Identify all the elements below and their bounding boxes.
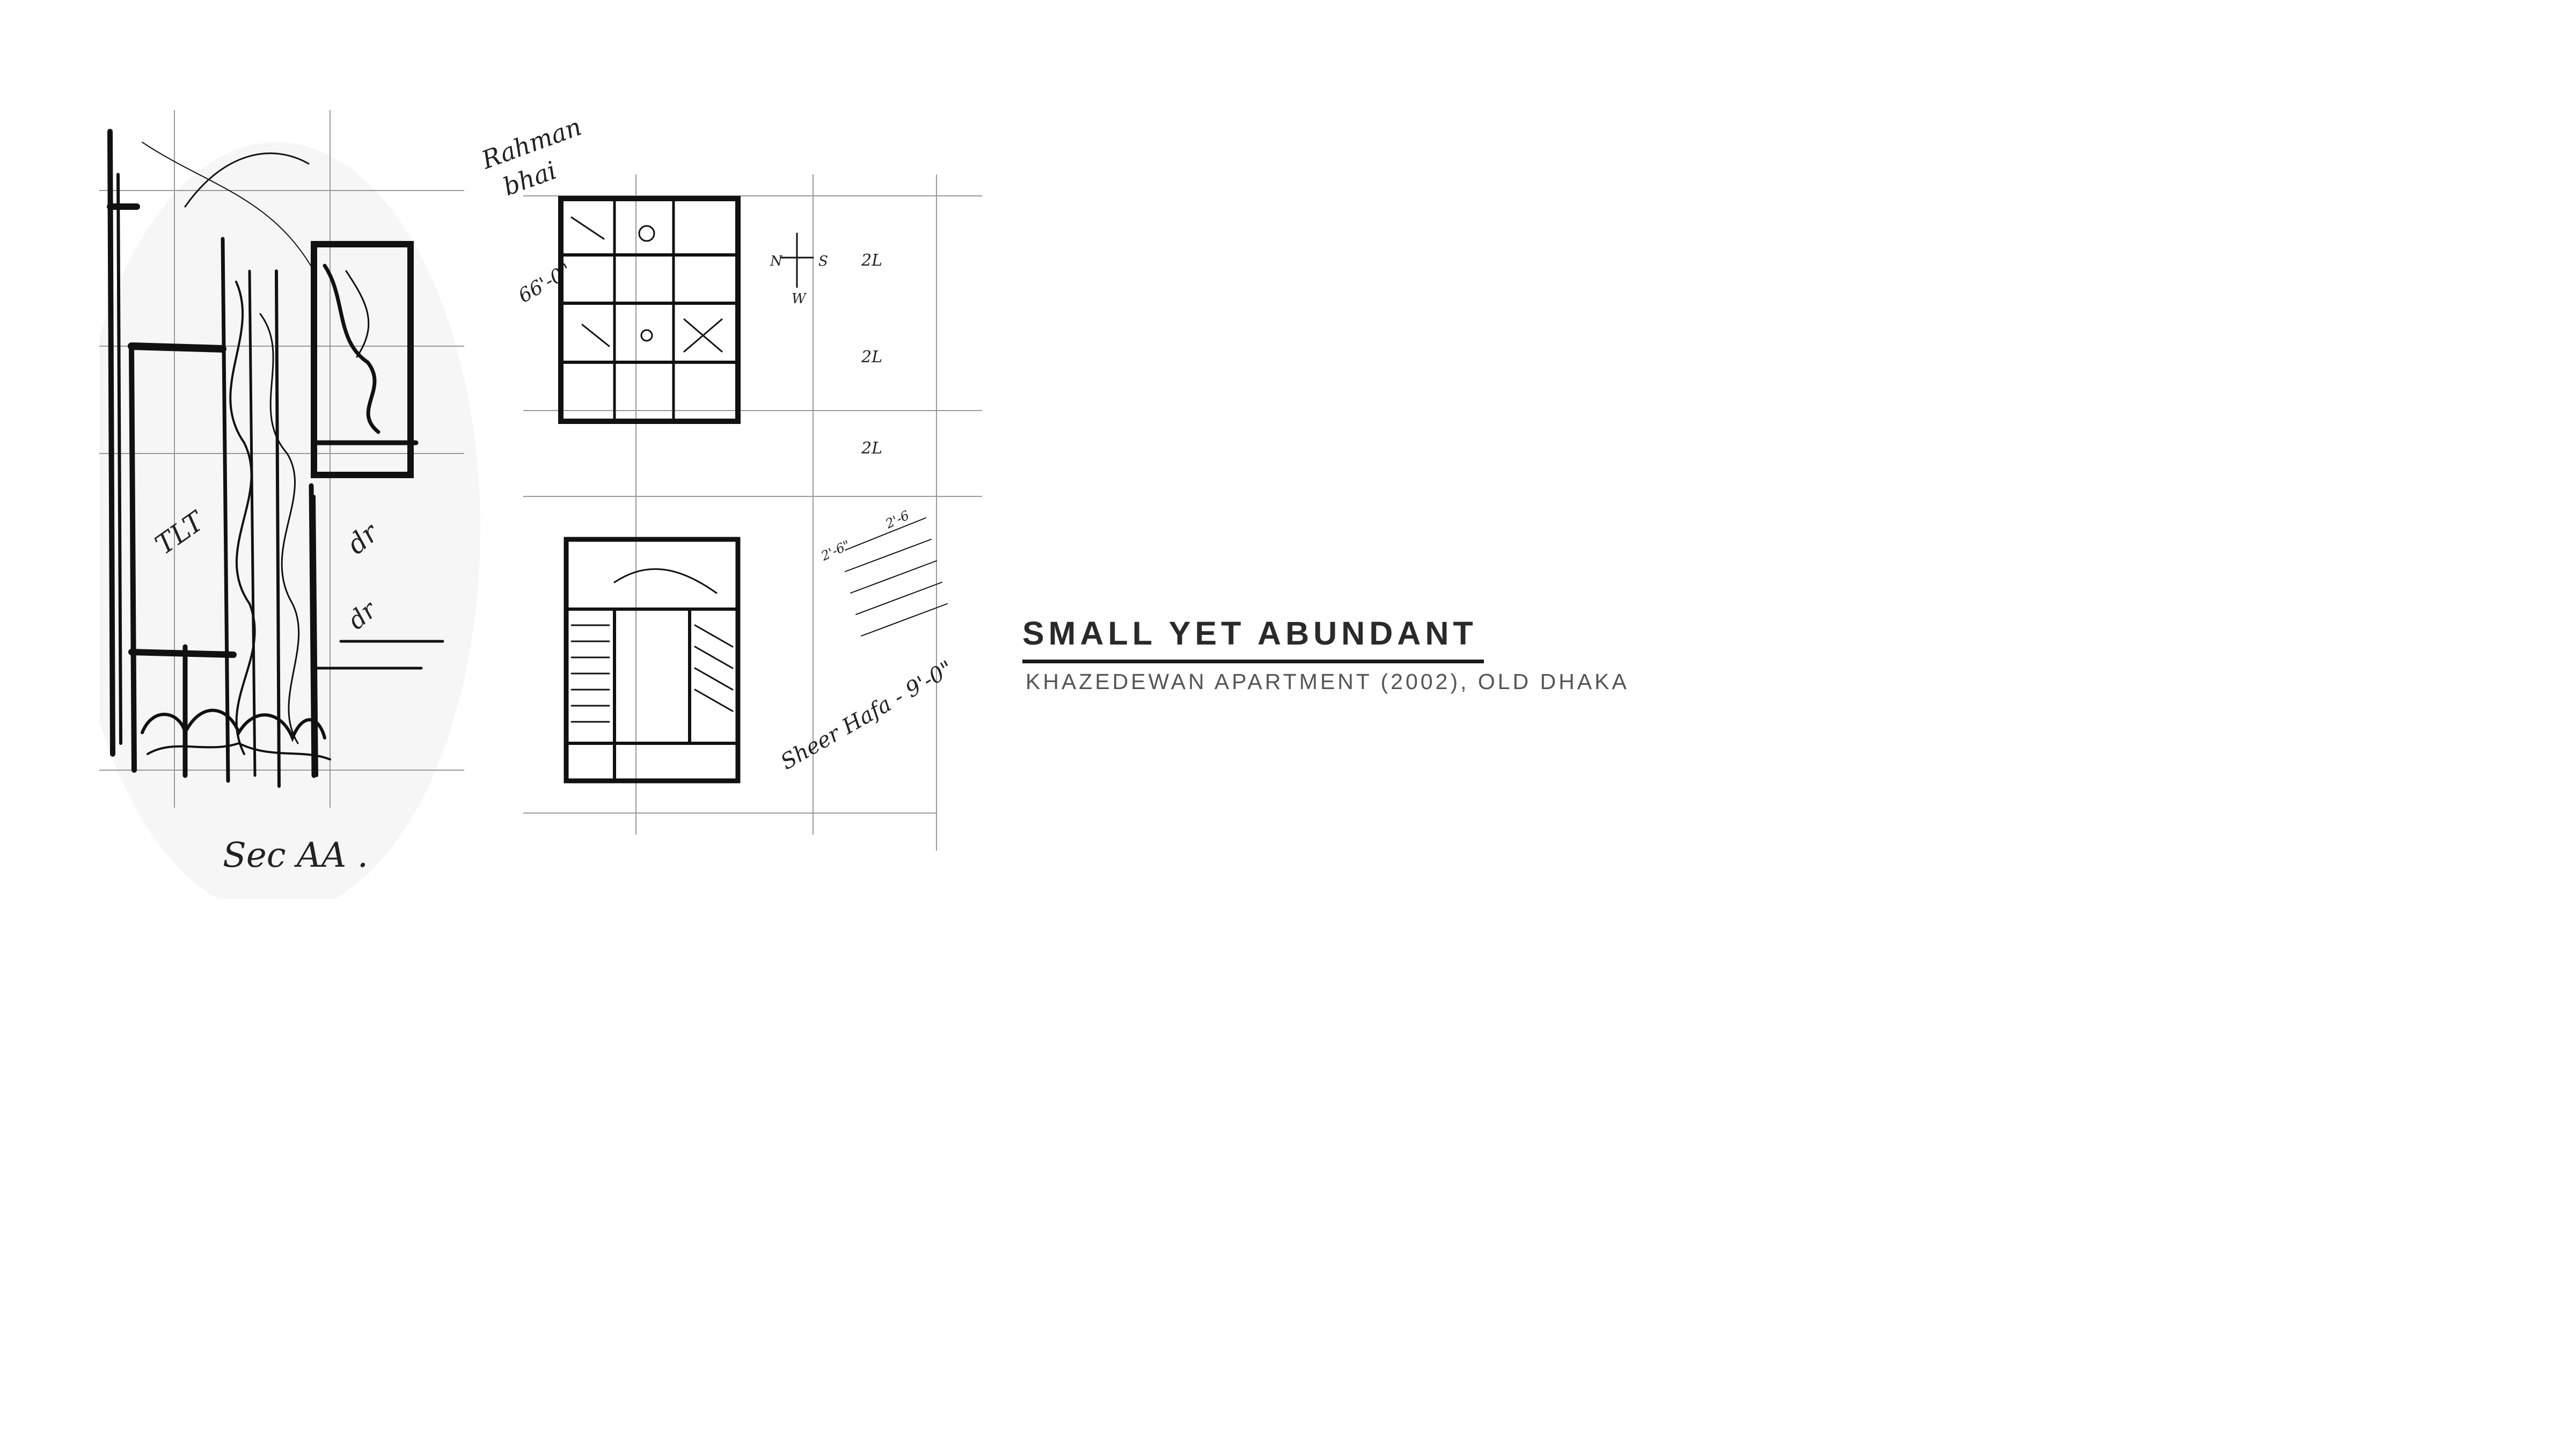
svg-text:W: W xyxy=(792,291,807,307)
svg-text:2L: 2L xyxy=(861,348,882,367)
title-underline xyxy=(1022,660,1484,663)
svg-text:S: S xyxy=(818,253,828,269)
section-label: Sec AA . xyxy=(223,836,368,875)
svg-text:N: N xyxy=(770,253,783,269)
page-title: SMALL YET ABUNDANT xyxy=(1022,615,1477,652)
sketch-drawing: Sec AA . TLT dr dr Rahman bhai 66'-0" xyxy=(99,110,982,899)
page-subtitle: KHAZEDEWAN APARTMENT (2002), OLD DHAKA xyxy=(1026,669,1629,694)
svg-text:2L: 2L xyxy=(861,439,882,458)
architectural-sketch-image: Sec AA . TLT dr dr Rahman bhai 66'-0" xyxy=(99,110,982,899)
svg-text:2L: 2L xyxy=(861,251,882,270)
title-block: SMALL YET ABUNDANT KHAZEDEWAN APARTMENT … xyxy=(1022,617,1774,693)
